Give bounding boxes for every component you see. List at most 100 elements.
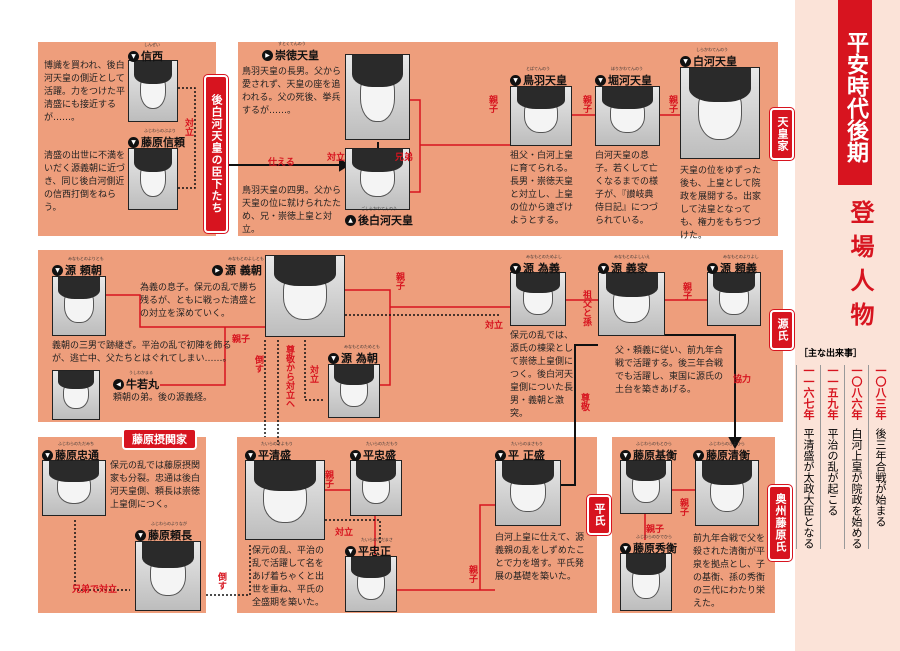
relation-label: 親子	[323, 470, 333, 488]
marker-triangle-icon: ▼	[128, 136, 139, 148]
name-text: 藤原清衡	[706, 449, 750, 462]
portrait-kiyohira	[695, 460, 759, 526]
name-text: 鳥羽天皇	[523, 74, 567, 87]
name-text: 平清盛	[258, 449, 291, 462]
event-item: 一〇八三年後三年合戦が始まる	[868, 365, 890, 549]
character-name-shirakawa: ▼白河天皇しらかわてんのう	[680, 47, 737, 69]
portrait-hidehira	[620, 553, 672, 611]
relation-label: 協力	[733, 375, 752, 385]
name-ruby: たいらのただまさ	[361, 537, 393, 542]
name-ruby: みなもとのよりとも	[68, 256, 104, 261]
group-label-heishi: 平氏	[587, 495, 611, 535]
character-name-toba: ▼鳥羽天皇とばてんのう	[510, 66, 567, 88]
relation-label: 親子	[678, 498, 688, 516]
character-name-kiyohira: ▼藤原清衡ふじわらのきよひら	[693, 441, 750, 463]
relation-label: 親子	[581, 95, 591, 113]
portrait-tameyoshi	[510, 272, 566, 326]
name-ruby: みなもとのためよし	[526, 254, 562, 259]
relation-label: 仕える	[268, 158, 295, 168]
name-text: 藤原頼長	[148, 529, 192, 542]
character-name-sutoku: ▶崇徳天皇すとくてんのう	[262, 41, 319, 63]
portrait-sutoku	[345, 54, 410, 140]
name-text: 信西	[141, 50, 163, 63]
group-label-sekkan: 藤原摂関家	[122, 428, 197, 450]
group-label-retainers: 後白河天皇の臣下たち	[204, 75, 228, 233]
character-desc-sutoku: 鳥羽天皇の長男。父から愛されず、天皇の座を追われる。父の死後、挙兵するが……。	[242, 67, 342, 116]
portrait-yoriyoshi	[707, 272, 761, 326]
event-year: 一一六七年	[802, 365, 815, 420]
character-desc-masamori: 白河上皇に仕えて、源義親の乱をしずめたことで力を増す。平氏発展の基礎を築いた。	[495, 533, 585, 582]
portrait-yoritomo	[52, 276, 106, 336]
event-item: 一〇八六年白河上皇が院政を始める	[844, 365, 866, 549]
character-name-tadamichi: ▼藤原忠通ふじわらのただみち	[42, 441, 99, 463]
retainers-panel	[38, 42, 216, 236]
character-desc-yoshiie: 父・頼義に従い、前九年合戦で活躍する。後三年合戦でも活躍し、東国に源氏の土台を築…	[615, 346, 724, 395]
event-item: 一一六七年平清盛が太政大臣となる	[796, 365, 818, 549]
character-desc-kiyomori: 保元の乱、平治の乱で活躍して名をあげ着ちゃくと出世を重ね、平氏の全盛期を築いた。	[252, 546, 325, 608]
character-name-yoritomo: ▼源 頼朝みなもとのよりとも	[52, 256, 104, 278]
character-desc-shinzei: 博識を買われ、後白河天皇の側近として活躍。力をつけた平清盛にも接近するが……。	[44, 61, 126, 123]
portrait-nobuyori	[128, 148, 178, 210]
marker-triangle-icon: ▼	[598, 262, 609, 274]
name-ruby: たいらのただもり	[366, 441, 398, 446]
character-name-yoshiie: ▼源 義家 みなもとのよしいえ	[598, 254, 650, 276]
relation-label: 親子	[232, 335, 251, 345]
character-desc-toba: 祖父・白河上皇に育てられる。長男・崇徳天皇と対立し、上皇の位から遠ざけようとする…	[510, 151, 574, 226]
name-text: 堀河天皇	[608, 74, 652, 87]
name-ruby: ふじわらのきよひら	[709, 441, 745, 446]
relation-label: 親子	[394, 272, 404, 290]
name-ruby: みなもとのよしいえ	[614, 254, 650, 259]
character-name-yorinaga: ▼藤原頼長 ふじわらのよりなが	[135, 521, 192, 543]
name-ruby: ふじわらのよりなが	[151, 521, 187, 526]
character-desc-tameyoshi: 保元の乱では、源氏の棟梁として崇徳上皇側につく。後白河天皇側についた長男・義朝と…	[510, 331, 574, 419]
marker-triangle-icon: ▼	[328, 352, 339, 364]
name-ruby: みなもとのよしとも	[228, 256, 264, 261]
name-text: 藤原秀衡	[633, 542, 677, 555]
character-desc-kiyohira: 前九年合戦で父を殺された清衡が平泉を拠点とし、子の基衡、孫の秀衡の三代にわたり栄…	[693, 534, 766, 609]
portrait-masamori	[495, 460, 561, 526]
marker-triangle-icon: ▼	[245, 449, 256, 461]
marker-triangle-icon: ◀	[113, 378, 124, 390]
marker-triangle-icon: ▼	[620, 449, 631, 461]
sidebar-subtitle: 登場人物	[846, 200, 874, 336]
name-text: 藤原信頼	[141, 136, 185, 149]
character-name-motohira: ▼藤原基衡ふじわらのもとひら	[620, 441, 677, 463]
relation-label: 祖父と孫	[581, 290, 591, 326]
portrait-horikawa	[595, 86, 660, 146]
marker-triangle-icon: ▼	[510, 262, 521, 274]
character-name-hidehira: ▼藤原秀衡ふじわらのひでひら	[620, 534, 677, 556]
character-name-shinzei: ▼信西しんぜい	[128, 42, 163, 64]
character-desc-shirakawa: 天皇の位をゆずった後も、上皇として院政を展開する。出家して法皇となっても、権力を…	[680, 166, 762, 241]
event-text: 平清盛が太政大臣となる	[802, 428, 815, 549]
name-ruby: すとくてんのう	[278, 41, 306, 46]
name-ruby: ふじわらのぶより	[144, 128, 176, 133]
character-desc-yoritomo: 義朝の三男で跡継ぎ。平治の乱で初陣を飾るが、逃亡中、父たちとはぐれてしまい……。	[52, 341, 232, 364]
portrait-shinzei	[128, 60, 178, 122]
marker-triangle-icon: ▼	[350, 449, 361, 461]
marker-triangle-icon: ▼	[707, 262, 718, 274]
sidebar: 平安時代後期 登場人物 ［主な出来事］ 一〇八三年後三年合戦が始まる一〇八六年白…	[795, 0, 900, 651]
marker-triangle-icon: ▼	[42, 449, 53, 461]
marker-triangle-icon: ▼	[52, 264, 63, 276]
relation-label: 対立	[183, 118, 193, 136]
name-text: 崇徳天皇	[275, 49, 319, 62]
name-ruby: ほりかわてんのう	[611, 66, 643, 71]
character-name-yoshitomo: ▶源 義朝みなもとのよしとも	[212, 256, 264, 278]
character-name-kiyomori: ▼平清盛たいらのきよもり	[245, 441, 293, 463]
relation-label: 親子	[467, 565, 477, 583]
relation-label: 親子	[646, 525, 665, 535]
name-text: 源 義家	[611, 262, 648, 275]
events-heading: ［主な出来事］	[799, 349, 863, 359]
character-name-yoriyoshi: ▼源 頼義みなもとのよりよし	[707, 254, 759, 276]
relation-label: 対立	[308, 365, 318, 383]
relation-label: 親子	[487, 95, 497, 113]
marker-triangle-icon: ▼	[135, 529, 146, 541]
name-ruby: うしわかまる	[129, 370, 153, 375]
event-year: 一〇八六年	[850, 365, 863, 420]
group-label-oshu: 奥州藤原氏	[768, 485, 792, 561]
name-text: 源 義朝	[225, 264, 262, 277]
name-ruby: ごしらかわてんのう	[361, 206, 397, 211]
event-text: 白河上皇が院政を始める	[850, 428, 863, 549]
name-text: 牛若丸	[126, 378, 159, 391]
relation-label: 兄弟で対立	[72, 585, 118, 595]
